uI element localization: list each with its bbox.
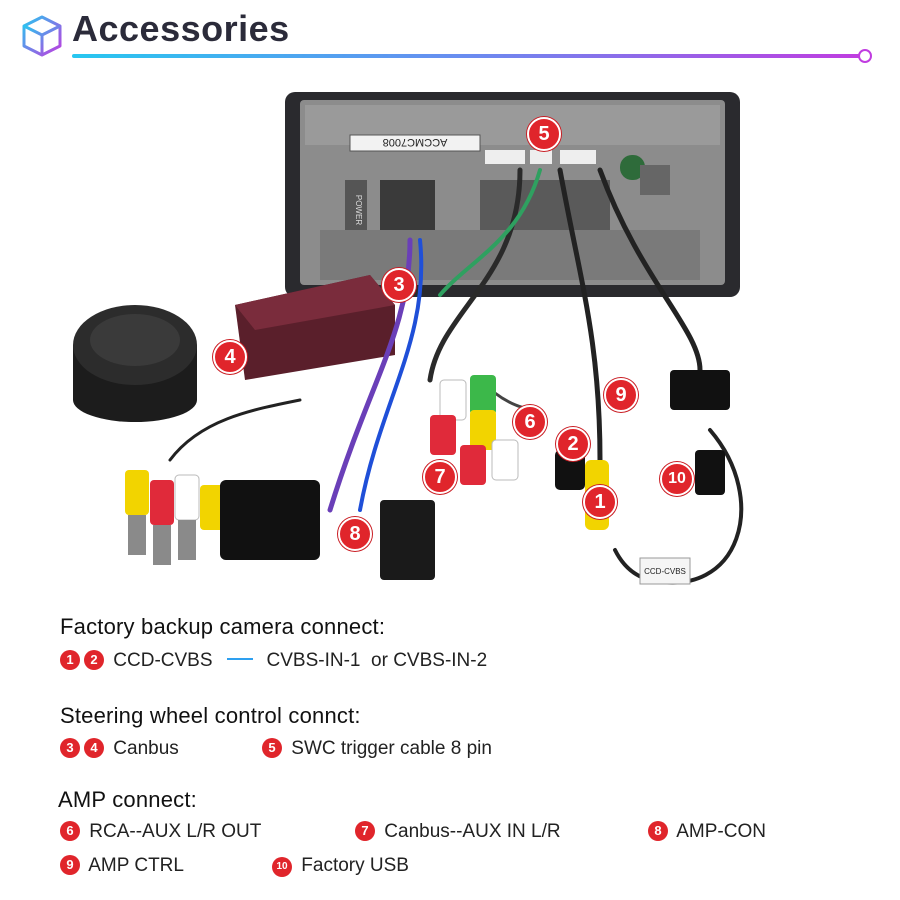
amp-connector xyxy=(670,370,730,410)
amp-item-label: Canbus--AUX IN L/R xyxy=(384,821,561,842)
amp-section-title: AMP connect: xyxy=(58,787,197,812)
num-badge: 2 xyxy=(84,650,104,670)
rca-plugs-right xyxy=(430,375,519,485)
power-label: POWER xyxy=(354,195,363,225)
marker-4: 4 xyxy=(213,340,247,374)
steering-row-b: 5 SWC trigger cable 8 pin xyxy=(262,738,492,760)
camera-right-label: CVBS-IN-1 or CVBS-IN-2 xyxy=(266,650,488,671)
speaker xyxy=(73,305,197,422)
camera-left-label: CCD-CVBS xyxy=(113,650,213,671)
marker-6: 6 xyxy=(513,405,547,439)
marker-8: 8 xyxy=(338,517,372,551)
harness-connector xyxy=(220,480,320,560)
board-label: ACCMC7008 xyxy=(383,136,448,148)
head-unit: ACCMC7008 POWER xyxy=(285,92,740,297)
amp-item: 6 RCA--AUX L/R OUT xyxy=(60,821,261,843)
steering-section-title: Steering wheel control connct: xyxy=(60,703,361,728)
page-header: Accessories xyxy=(0,0,900,70)
amp-item: 10 Factory USB xyxy=(272,855,409,877)
steering-item-b-label: SWC trigger cable 8 pin xyxy=(291,738,492,759)
amp-item: 9 AMP CTRL xyxy=(60,855,184,877)
num-badge: 9 xyxy=(60,855,80,875)
canbus-box xyxy=(235,275,395,380)
amp-item-label: AMP CTRL xyxy=(88,855,184,876)
title-underline xyxy=(72,54,862,58)
marker-5: 5 xyxy=(527,117,561,151)
marker-9: 9 xyxy=(604,378,638,412)
page-title: Accessories xyxy=(72,8,290,49)
amp-item-label: AMP-CON xyxy=(676,821,766,842)
amp-item: 8 AMP-CON xyxy=(648,821,766,843)
num-badge: 4 xyxy=(84,738,104,758)
marker-2: 2 xyxy=(556,427,590,461)
num-badge: 1 xyxy=(60,650,80,670)
underline-end-dot xyxy=(858,49,872,63)
cable-tag: CCD-CVBS xyxy=(644,567,686,576)
marker-1: 1 xyxy=(583,485,617,519)
amp-item: 7 Canbus--AUX IN L/R xyxy=(355,821,561,843)
num-badge: 8 xyxy=(648,821,668,841)
rca-plugs-left xyxy=(125,470,224,565)
usb-connector xyxy=(695,450,725,495)
harness-connector xyxy=(380,500,435,580)
box-icon xyxy=(22,15,62,57)
amp-item-label: RCA--AUX L/R OUT xyxy=(89,821,262,842)
num-badge: 10 xyxy=(272,857,292,877)
dash-divider xyxy=(226,658,253,660)
num-badge: 5 xyxy=(262,738,282,758)
amp-item-label: Factory USB xyxy=(301,855,409,876)
marker-10: 10 xyxy=(660,462,694,496)
steering-item-a-label: Canbus xyxy=(113,738,179,759)
num-badge: 7 xyxy=(355,821,375,841)
num-badge: 3 xyxy=(60,738,80,758)
marker-3: 3 xyxy=(382,268,416,302)
marker-7: 7 xyxy=(423,460,457,494)
product-photo: ACCMC7008 POWER xyxy=(73,92,744,585)
num-badge: 6 xyxy=(60,821,80,841)
camera-section-title: Factory backup camera connect: xyxy=(60,614,386,639)
